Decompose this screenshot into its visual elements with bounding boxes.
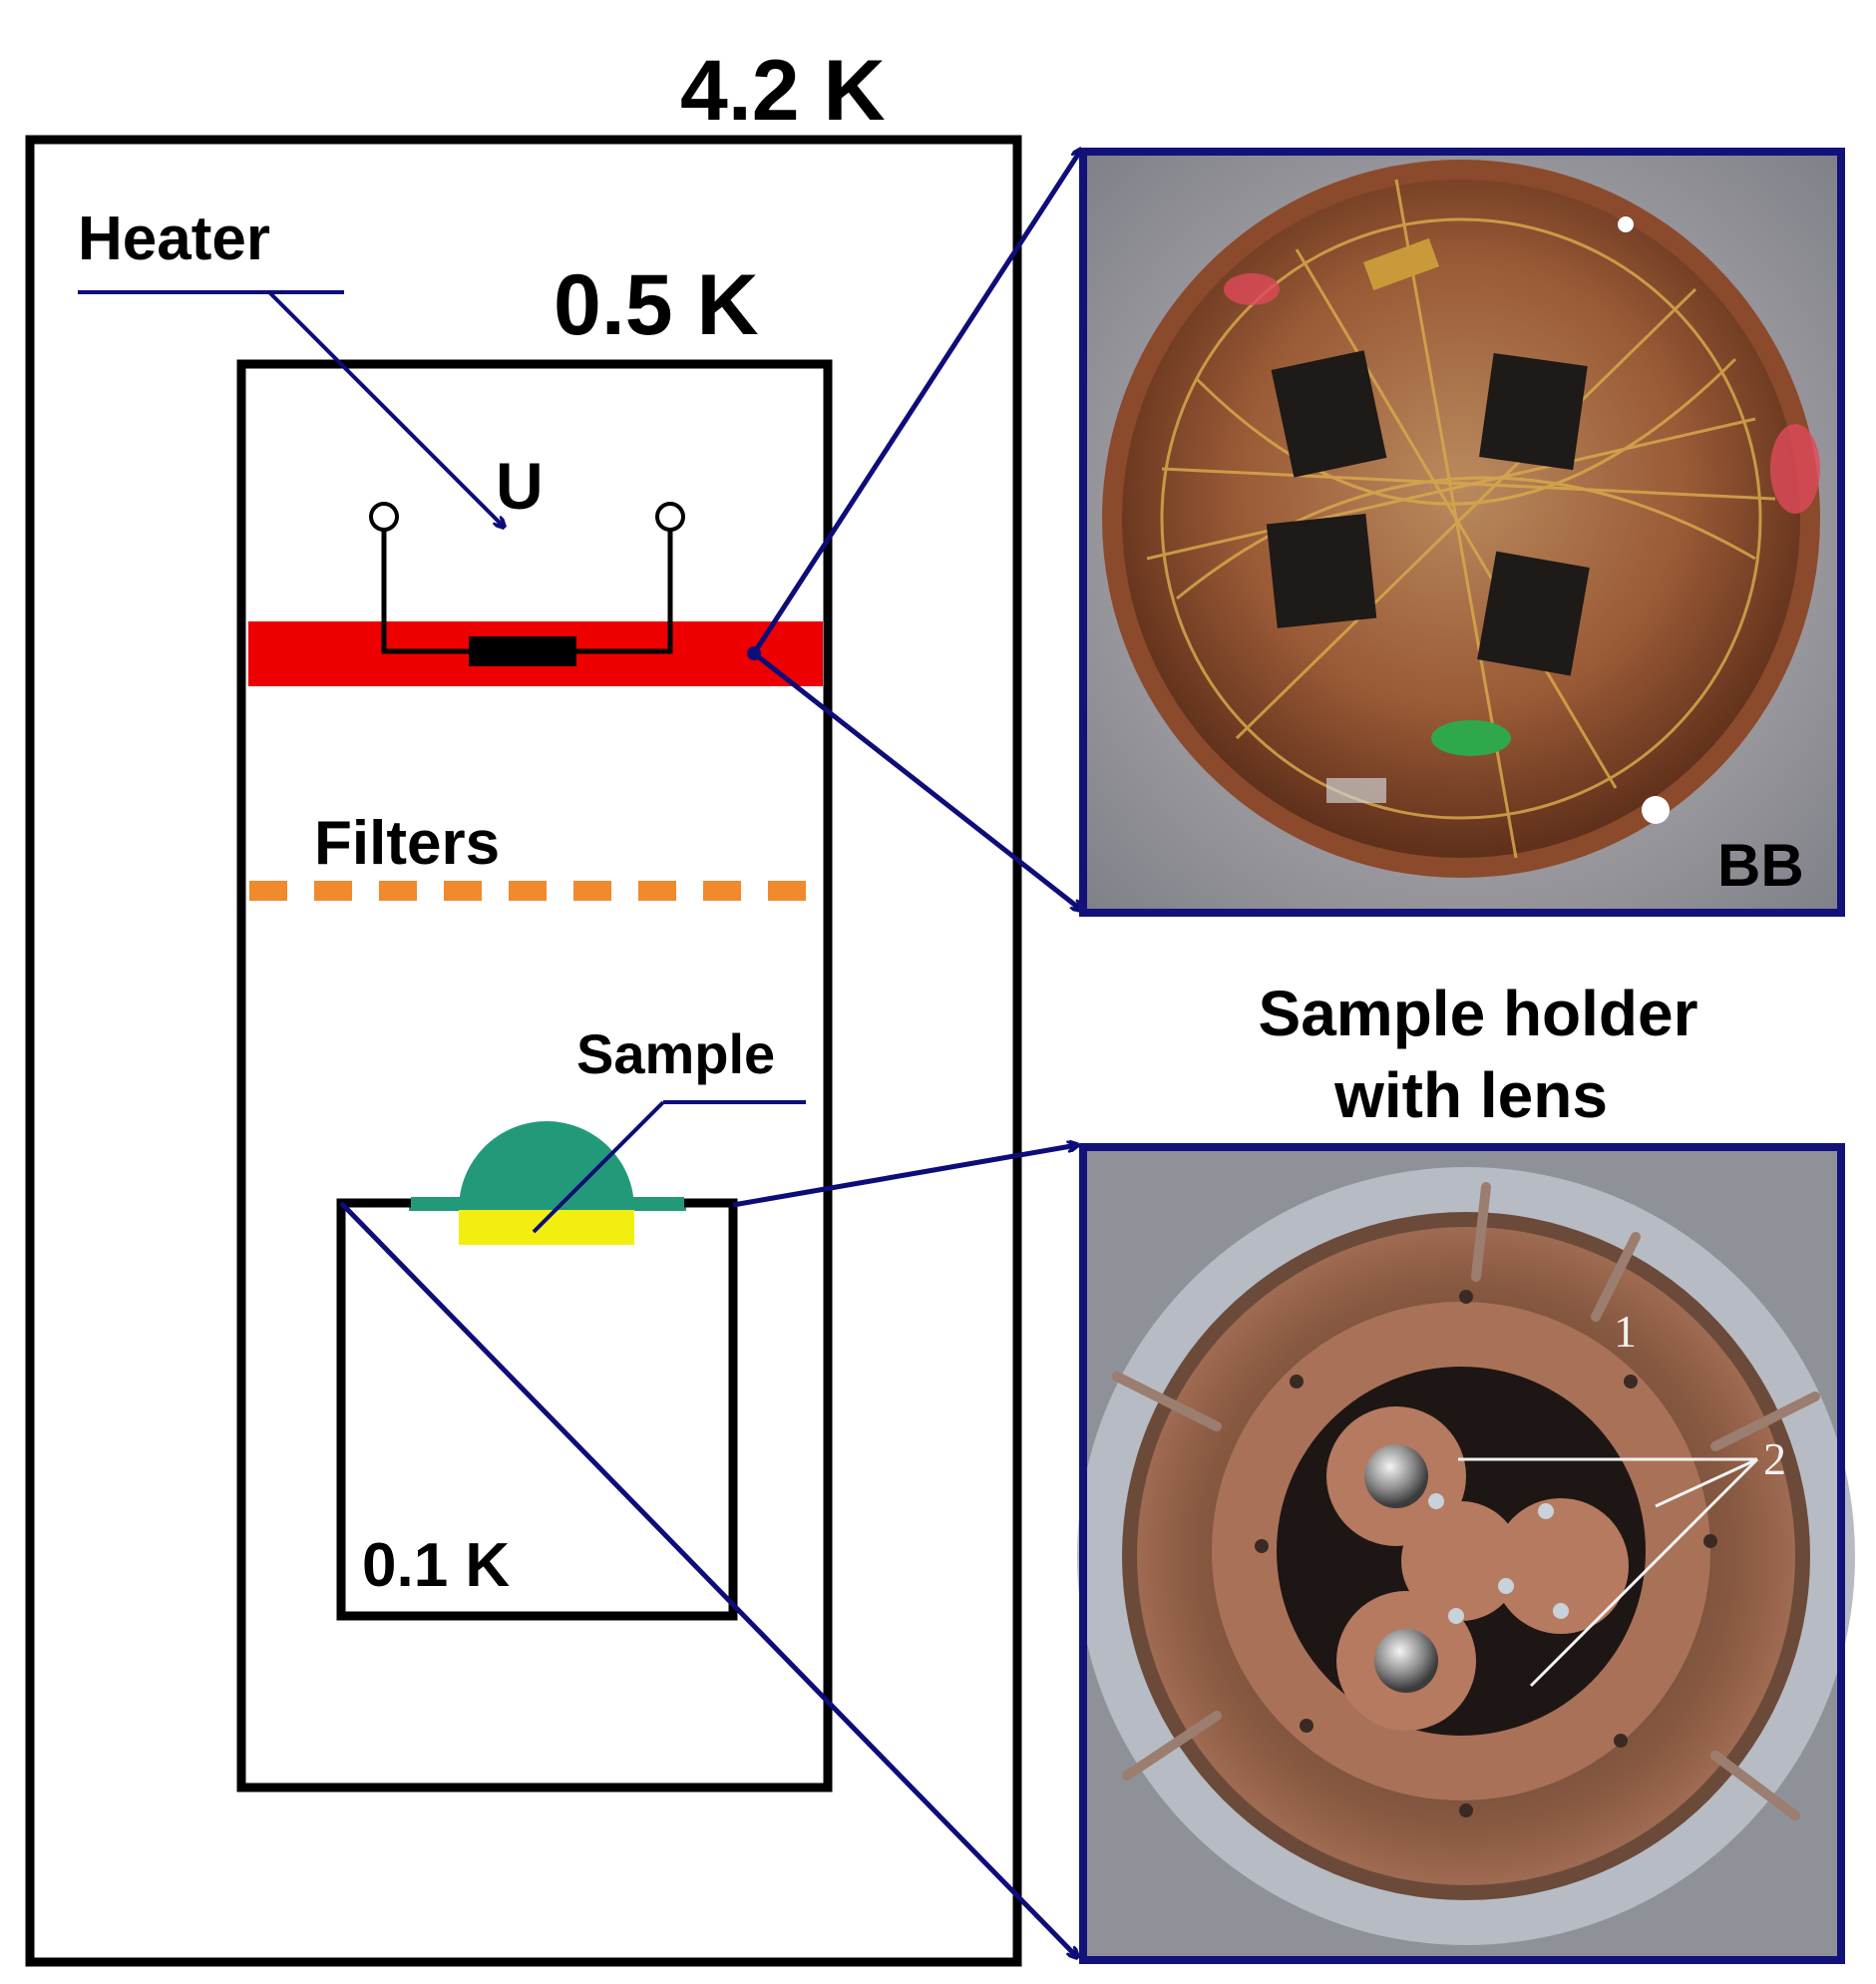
bb-zoom-line-bottom <box>752 651 1081 910</box>
bb-zoom-line-top <box>751 150 1081 655</box>
terminal-left <box>369 502 399 532</box>
lens <box>459 1121 634 1209</box>
label-heater: Heater <box>78 204 270 273</box>
holder-zoom-line-bottom <box>339 1201 1077 1957</box>
bb-photo-frame <box>1079 148 1845 917</box>
holder-zoom-line-top <box>732 1145 1077 1208</box>
shield-4k-outline <box>25 135 1022 1967</box>
resistor <box>469 636 576 666</box>
label-holder-marker-2: 2 <box>1763 1433 1786 1484</box>
heater-arrow <box>267 290 504 527</box>
stage-01k-gap <box>411 1197 684 1210</box>
label-holder-line1: Sample holder <box>1259 978 1698 1049</box>
label-holder-line2: with lens <box>1333 1059 1608 1131</box>
label-bb: BB <box>1717 832 1804 899</box>
label-sample: Sample <box>576 1022 775 1085</box>
holder-photo <box>1077 1147 1855 1960</box>
label-filters: Filters <box>314 809 500 878</box>
bb-photo <box>1083 152 1841 913</box>
sample-fill <box>459 1210 634 1245</box>
circuit-wire <box>381 530 673 654</box>
sample-pointer <box>532 1100 665 1234</box>
terminal-right <box>655 502 685 532</box>
label-holder-marker-1: 1 <box>1614 1306 1637 1357</box>
label-01k: 0.1 K <box>362 1531 510 1600</box>
label-4k: 4.2 K <box>680 43 886 139</box>
label-voltage: U <box>496 449 544 523</box>
holder-photo-frame <box>1079 1143 1845 1964</box>
stage-05k-outline <box>236 359 833 1792</box>
label-05k: 0.5 K <box>554 257 759 353</box>
